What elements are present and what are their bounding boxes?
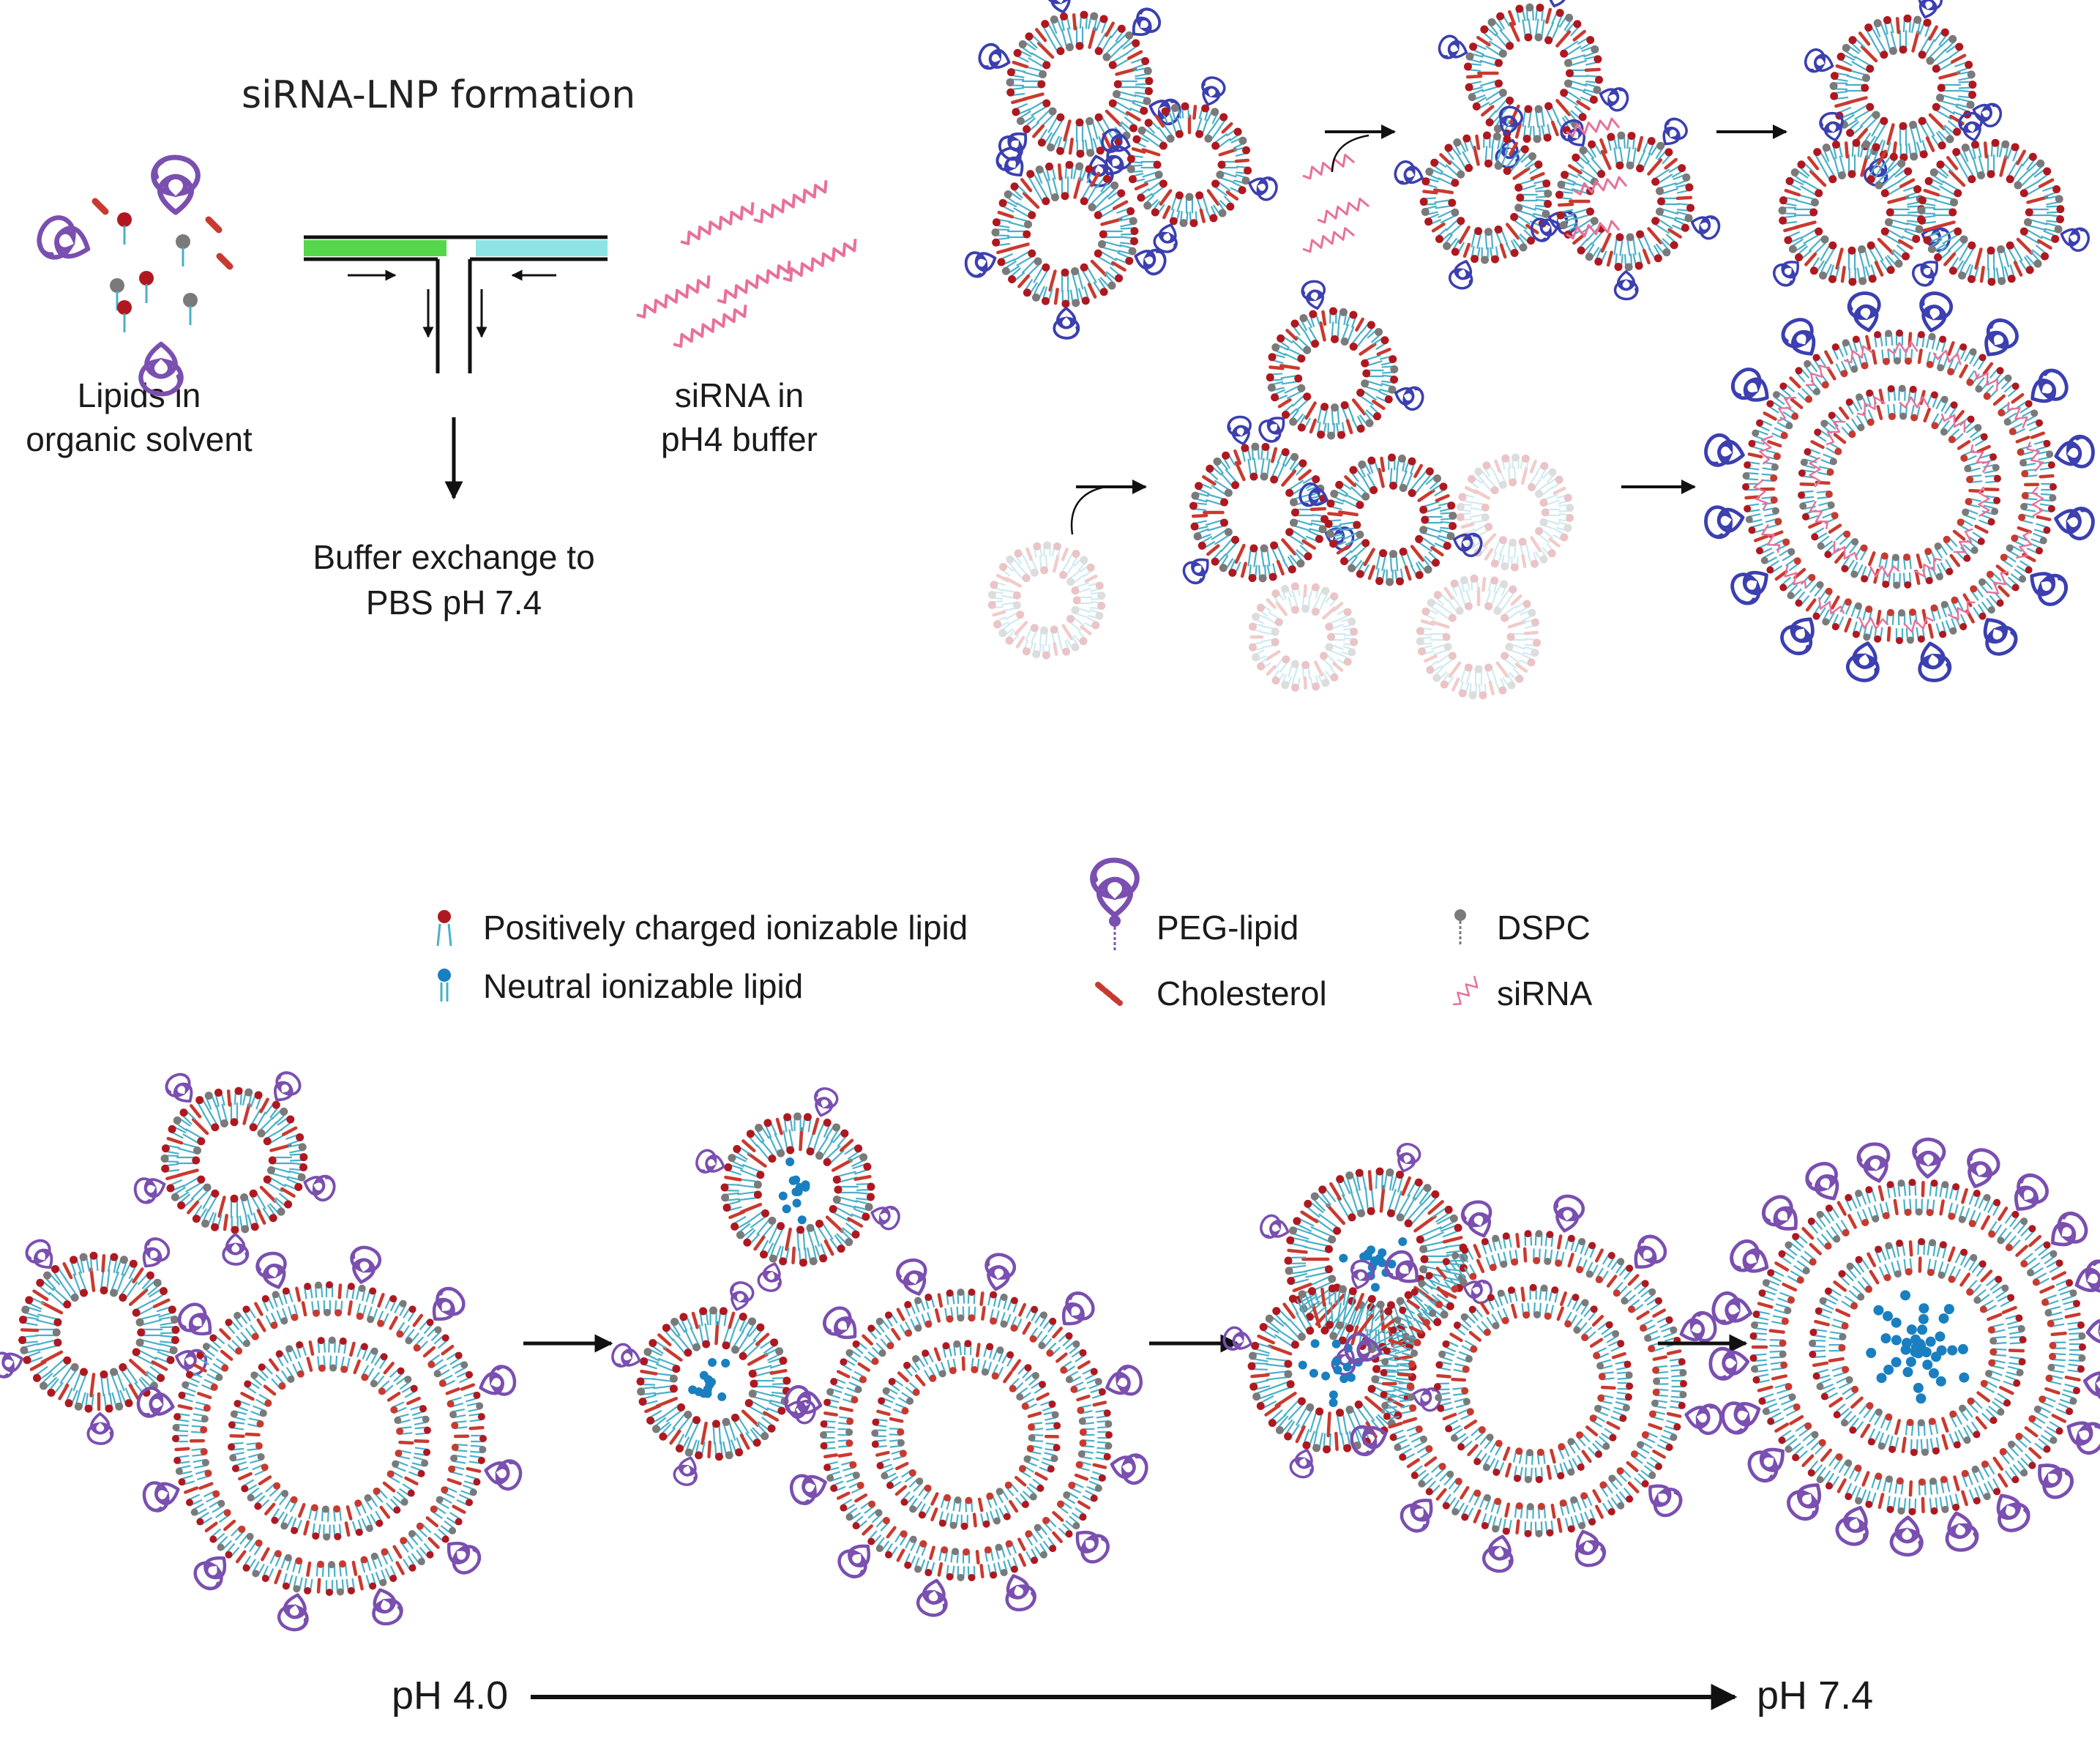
curved-pointer-1 xyxy=(1332,135,1369,172)
particle-mid-3 xyxy=(1529,115,1722,299)
sirna-strand xyxy=(673,305,746,346)
aqueous-inlet-channel xyxy=(476,240,608,256)
sirna-strand xyxy=(637,275,709,317)
sirna-strand xyxy=(1760,436,1773,464)
sirna-top-group xyxy=(1303,155,1369,252)
merging-particle-1 xyxy=(1255,279,1425,445)
t-junction-mixer xyxy=(304,237,608,373)
positive-lipid-icon xyxy=(438,910,451,923)
sirna-strand xyxy=(681,202,753,244)
legend-icons xyxy=(438,860,1477,1004)
particle-mid-2 xyxy=(1393,105,1579,291)
sirna-strand xyxy=(754,180,826,222)
final-lnp-top xyxy=(1703,291,2096,683)
sirna-strands-group xyxy=(637,180,856,346)
particle-top-3 xyxy=(1100,75,1279,255)
faded-particles xyxy=(988,454,1574,700)
cholesterol-icon xyxy=(1098,985,1120,1003)
curved-pointer-2 xyxy=(1072,487,1105,534)
bottom-stage2-large xyxy=(783,1252,1148,1617)
lipid-mixture-cluster xyxy=(34,157,230,394)
sirna-strand xyxy=(1303,155,1354,179)
sirna-strand xyxy=(1318,199,1369,223)
neutral-lipid-icon xyxy=(438,969,451,982)
fusing-particle-3 xyxy=(1909,111,2091,290)
bottom-stage2-small-b xyxy=(610,1280,817,1487)
bottom-stage1-small-b xyxy=(0,1234,209,1444)
bottom-final-lnp xyxy=(1709,1138,2100,1556)
bottom-stage3-large xyxy=(1344,1194,1724,1574)
sirna-strand xyxy=(1785,565,1806,589)
peg-lipid-icon xyxy=(1109,915,1121,927)
bottom-stage1-small-a xyxy=(132,1068,337,1264)
bottom-stage2-small-a xyxy=(694,1086,901,1293)
sirna-strand xyxy=(783,239,856,280)
bottom-stage1-large xyxy=(136,1245,523,1633)
organic-inlet-channel xyxy=(304,240,446,256)
sirna-strand xyxy=(1303,228,1354,252)
sirna-strand xyxy=(1453,976,1477,1004)
sirna-strand xyxy=(717,261,790,302)
dspc-icon xyxy=(1454,909,1466,921)
